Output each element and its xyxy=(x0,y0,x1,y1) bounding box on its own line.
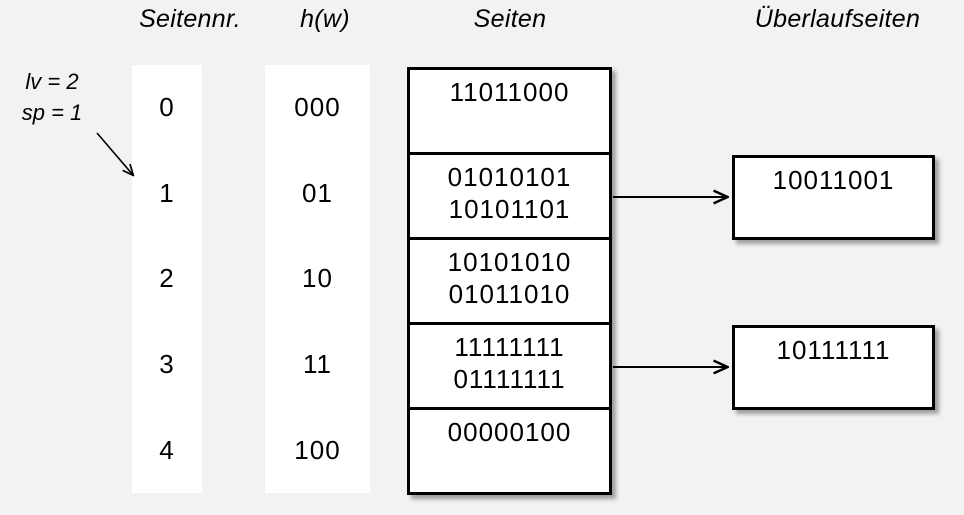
page-row-0: 11011000 xyxy=(410,70,609,152)
overflow-entry: 10111111 xyxy=(776,335,891,365)
page-entry: 00000100 xyxy=(447,417,572,447)
header-hash-function: h(w) xyxy=(300,5,350,33)
header-pages: Seiten xyxy=(473,5,547,33)
page-row-1: 01010101 10101101 xyxy=(410,152,609,237)
header-page-number: Seitennr. xyxy=(139,5,241,33)
page-entry: 01111111 xyxy=(453,364,566,394)
page-entry: 11011000 xyxy=(449,77,570,107)
split-pointer-value: sp = 1 xyxy=(21,100,83,125)
overflow-page-1: 10011001 xyxy=(732,155,935,240)
hash-value-3: 11 xyxy=(303,349,332,380)
page-entry: 01011010 xyxy=(448,279,571,309)
pages-box: 11011000 01010101 10101101 10101010 0101… xyxy=(407,67,612,495)
page-entry: 11111111 xyxy=(454,332,565,362)
page-number-column: 0 1 2 3 4 xyxy=(132,65,202,493)
hash-value-0: 000 xyxy=(294,92,341,123)
page-number-0: 0 xyxy=(159,92,175,123)
header-overflow-pages: Überlaufseiten xyxy=(754,5,921,33)
hash-value-2: 10 xyxy=(302,263,333,294)
page-number-4: 4 xyxy=(159,434,175,465)
hash-value-4: 100 xyxy=(294,434,341,465)
page-number-2: 2 xyxy=(159,263,175,294)
page-number-3: 3 xyxy=(159,349,175,380)
page-entry: 01010101 xyxy=(447,162,572,192)
hash-value-column: 000 01 10 11 100 xyxy=(265,65,370,493)
level-value: lv = 2 xyxy=(25,69,79,94)
overflow-entry: 10011001 xyxy=(772,165,895,195)
page-entry: 10101101 xyxy=(448,194,571,224)
page-row-4: 00000100 xyxy=(410,407,609,492)
page-row-2: 10101010 01011010 xyxy=(410,237,609,322)
split-pointer-arrow xyxy=(96,132,133,175)
state-annotation: lv = 2 sp = 1 xyxy=(8,66,96,128)
hash-value-1: 01 xyxy=(302,177,333,208)
page-entry: 10101010 xyxy=(447,247,572,277)
overflow-page-2: 10111111 xyxy=(732,325,935,410)
page-row-3: 11111111 01111111 xyxy=(410,322,609,407)
page-number-1: 1 xyxy=(159,177,175,208)
